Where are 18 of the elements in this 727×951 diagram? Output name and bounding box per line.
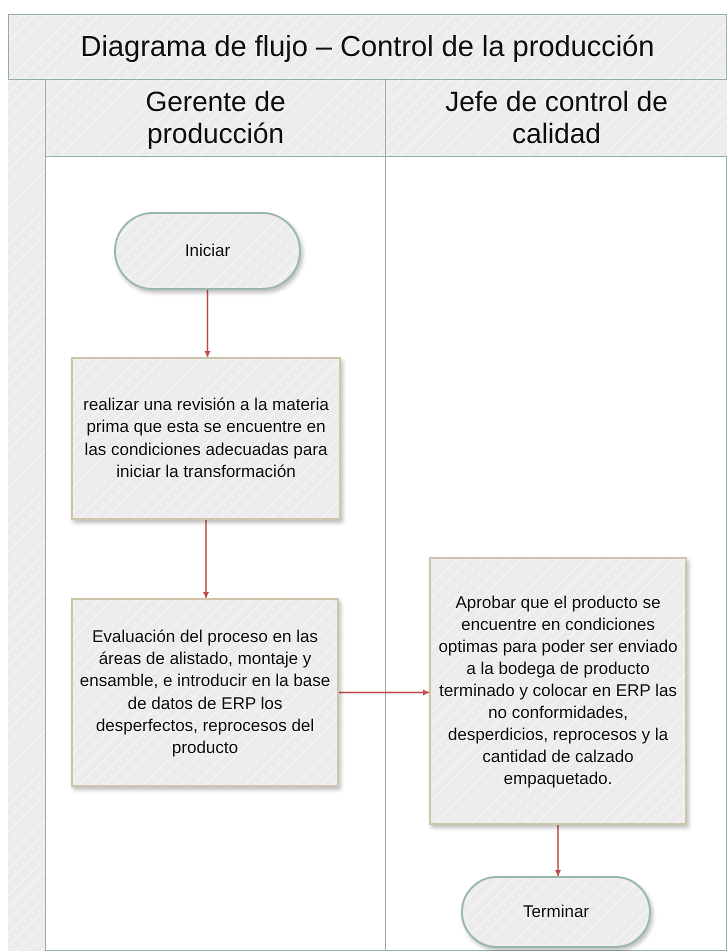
node-text: Evaluación del proceso en las áreas de alistado, montaje y ensamble, e introducir en la base de datos de ERP los desperfectos, reprocesos del producto: [79, 626, 331, 759]
swimlane: [385, 80, 727, 951]
arrow: [555, 825, 561, 876]
arrow: [204, 290, 210, 357]
lane-header: Gerente de producción: [46, 80, 385, 157]
node-text: Aprobar que el producto se encuentre en condiciones optimas para poder ser enviado a la bodega de producto terminado y colocar en ERP las no conformidades, desperdicios, reprocesos y la cantidad de calzado empaquetado.: [437, 592, 679, 790]
lane-header: Jefe de control de calidad: [386, 80, 727, 157]
arrow: [203, 520, 209, 598]
diagram-title: Diagrama de flujo – Control de la producción: [8, 14, 727, 80]
terminator-shape: [114, 212, 301, 290]
node-text: realizar una revisión a la materia prima que esta se encuentre en las condiciones adecuadas para iniciar la transformación: [82, 394, 330, 483]
arrow: [339, 690, 429, 696]
node-text: Terminar: [522, 900, 590, 923]
process-box: [429, 557, 687, 825]
node-text: Iniciar: [184, 240, 230, 262]
process-box: [71, 598, 339, 787]
process-box: [71, 357, 341, 520]
terminator-shape: [461, 876, 651, 948]
